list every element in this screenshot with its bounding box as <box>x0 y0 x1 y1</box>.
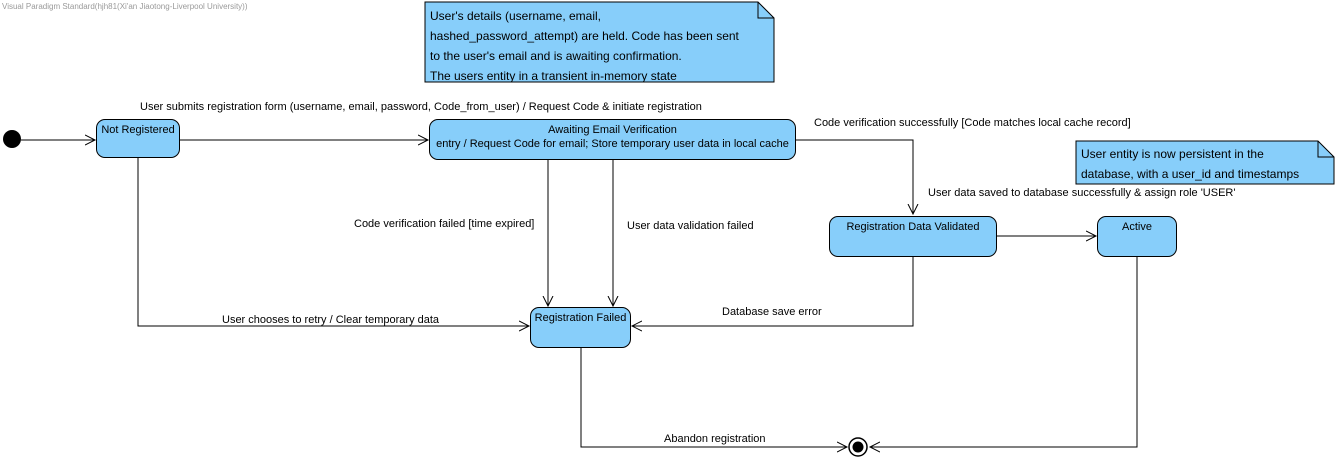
state-name: Active <box>1122 221 1152 233</box>
state-name: Registration Data Validated <box>846 221 980 233</box>
state-name: Awaiting Email Verification <box>548 124 677 136</box>
note-persistent-shape <box>1075 140 1335 185</box>
label-abandon: Abandon registration <box>664 433 766 445</box>
note-persistent-line: User entity is now persistent in the <box>1081 147 1264 161</box>
label-verified: Code verification successfully [Code mat… <box>814 117 1131 129</box>
transition-abandon <box>580 348 847 447</box>
state-active[interactable]: Active <box>1097 216 1177 257</box>
state-registration-data-validated[interactable]: Registration Data Validated <box>829 216 997 257</box>
note-transient-line: User's details (username, email, <box>430 9 602 23</box>
note-transient: User's details (username, email, hashed_… <box>426 4 756 83</box>
note-transient-shape <box>424 1 775 83</box>
transition-retry <box>137 158 529 326</box>
label-retry: User chooses to retry / Clear temporary … <box>222 314 440 326</box>
watermark: Visual Paradigm Standard(hjh81(Xi'an Jia… <box>2 2 248 11</box>
state-not-registered[interactable]: Not Registered <box>96 119 180 158</box>
label-db-error: Database save error <box>722 306 822 318</box>
initial-state <box>3 130 21 148</box>
label-invalid: User data validation failed <box>627 220 754 232</box>
transition-active-final <box>870 257 1138 447</box>
note-transient-line: hashed_password_attempt) are held. Code … <box>430 29 739 43</box>
state-entry-action: entry / Request Code for email; Store te… <box>436 138 789 150</box>
note-transient-line: The users entity in a transient in-memor… <box>430 69 677 83</box>
label-submit: User submits registration form (username… <box>140 101 702 113</box>
label-expired: Code verification failed [time expired] <box>354 218 535 230</box>
note-transient-line: to the user's email and is awaiting conf… <box>430 49 682 63</box>
transition-db-error <box>632 257 914 326</box>
note-persistent: User entity is now persistent in the dat… <box>1077 142 1317 183</box>
state-name: Registration Failed <box>534 312 627 324</box>
label-saved: User data saved to database successfully… <box>928 187 1236 199</box>
note-persistent-line: database, with a user_id and timestamps <box>1081 167 1300 181</box>
transition-verified <box>796 139 913 214</box>
final-state <box>848 437 868 457</box>
state-registration-failed[interactable]: Registration Failed <box>530 307 631 348</box>
state-name: Not Registered <box>101 124 175 136</box>
state-awaiting-email-verification[interactable]: Awaiting Email Verification entry / Requ… <box>429 119 796 160</box>
